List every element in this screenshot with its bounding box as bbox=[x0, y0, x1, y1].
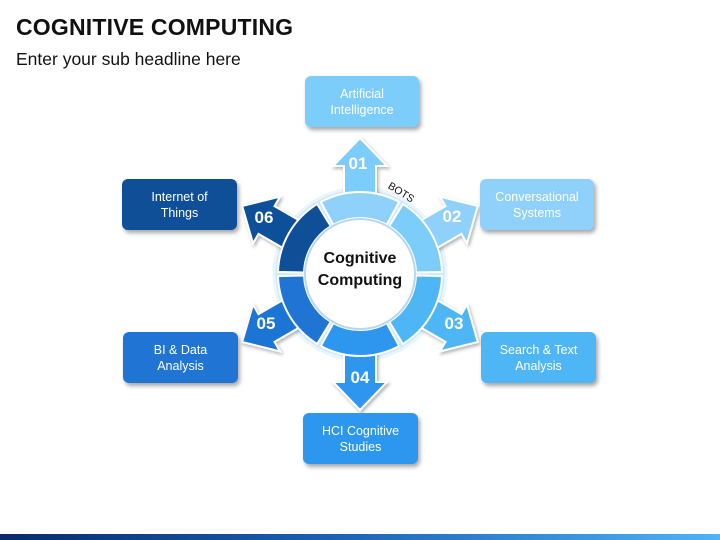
box-label: Conversational Systems bbox=[495, 189, 579, 220]
box-label: BI & Data Analysis bbox=[153, 342, 208, 373]
box-artificial-intelligence: Artificial Intelligence bbox=[305, 76, 419, 127]
step-number-06: 06 bbox=[254, 208, 274, 227]
step-number-02: 02 bbox=[442, 207, 462, 226]
box-internet-of-things: Internet of Things bbox=[122, 179, 237, 230]
step-number-03: 03 bbox=[444, 314, 464, 333]
center-circle bbox=[304, 218, 416, 330]
box-hci-cognitive-studies: HCI Cognitive Studies bbox=[303, 413, 418, 464]
step-number-04: 04 bbox=[350, 368, 370, 387]
box-search-text-analysis: Search & Text Analysis bbox=[481, 332, 596, 383]
box-label: Search & Text Analysis bbox=[499, 342, 578, 373]
ring-segments bbox=[277, 191, 443, 357]
box-label: Artificial Intelligence bbox=[330, 86, 394, 117]
box-label: Internet of Things bbox=[151, 189, 208, 220]
page-subtitle: Enter your sub headline here bbox=[16, 49, 241, 69]
bottom-accent-bar bbox=[0, 534, 720, 540]
page-title: COGNITIVE COMPUTING bbox=[16, 14, 294, 40]
box-conversational-systems: Conversational Systems bbox=[480, 179, 594, 230]
step-number-01: 01 bbox=[348, 154, 368, 173]
center-label: Cognitive Computing bbox=[317, 250, 403, 289]
box-bi-data-analysis: BI & Data Analysis bbox=[123, 332, 238, 383]
step-number-05: 05 bbox=[256, 314, 276, 333]
box-label: HCI Cognitive Studies bbox=[321, 423, 400, 454]
